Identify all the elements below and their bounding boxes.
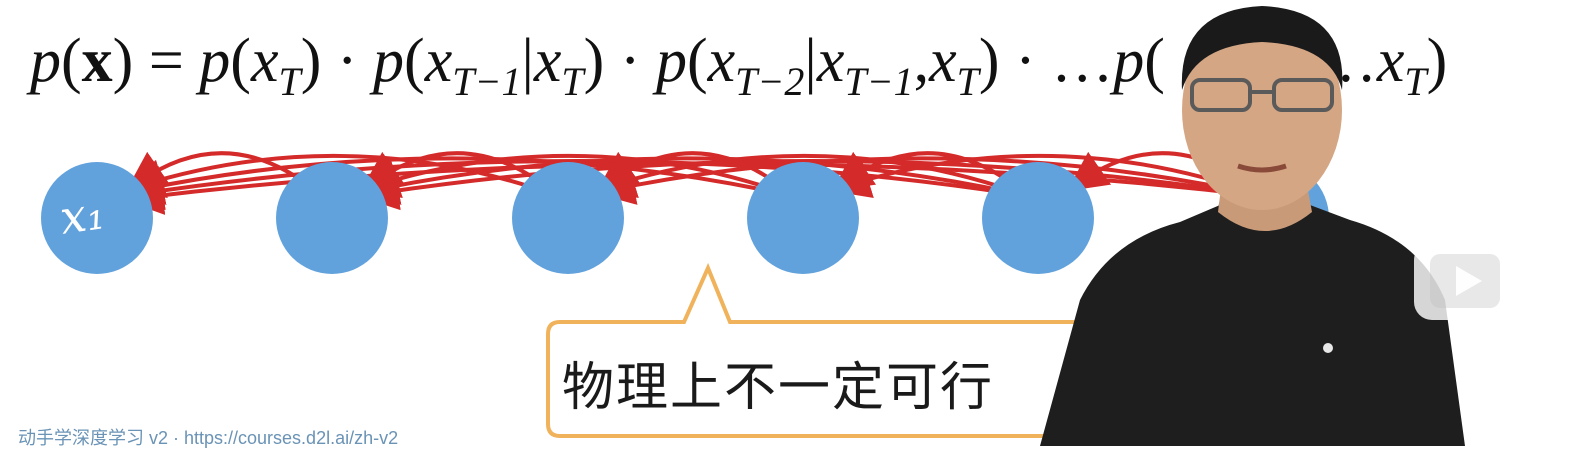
formula-term2-x2: x xyxy=(533,27,562,95)
formula-term3-x1: x xyxy=(707,27,736,95)
presenter-mouth xyxy=(1237,163,1287,173)
formula-term1-x: x xyxy=(250,27,279,95)
formula-term4-p: p xyxy=(1113,27,1145,95)
formula-term3-bar: | xyxy=(804,27,817,95)
arrow-5-to-3 xyxy=(594,153,1029,198)
formula-tail-x: x xyxy=(1376,27,1405,95)
course-footer: 动手学深度学习 v2 · https://courses.d2l.ai/zh-v… xyxy=(18,428,399,448)
callout-text: 物理上不一定可行 xyxy=(562,358,995,418)
arrow-5-to-2 xyxy=(358,156,1029,205)
sequence-node-3 xyxy=(512,162,624,274)
sequence-node-2 xyxy=(276,162,388,274)
formula-term1-p: p xyxy=(199,27,231,95)
probability-formula: p(x) = p(xT) · p(xT−1|xT) · p(xT−2|xT−1,… xyxy=(30,27,1448,104)
formula-dot: · xyxy=(1015,27,1036,95)
formula-tail-sub: T xyxy=(1404,59,1427,104)
play-button[interactable] xyxy=(1410,222,1520,322)
formula-term2-sub2: T xyxy=(561,59,584,104)
formula-term2-sub1: T−1 xyxy=(452,59,522,104)
shirt-logo xyxy=(1323,343,1333,353)
formula-ellipsis: … xyxy=(1051,27,1114,95)
formula-term3-sub1: T−2 xyxy=(735,59,805,104)
formula-term3-comma: , xyxy=(913,27,930,95)
bilibili-play-icon xyxy=(1414,224,1516,320)
sequence-node-4 xyxy=(747,162,859,274)
formula-p: p xyxy=(30,27,61,95)
presenter-hair xyxy=(1181,6,1343,90)
formula-term3-x3: x xyxy=(929,27,957,95)
formula-equals: = xyxy=(148,27,184,95)
formula-term3-sub3: T xyxy=(956,59,979,104)
formula-dot: · xyxy=(336,27,358,95)
arrow-6-to-3 xyxy=(594,156,1264,205)
formula-term2-bar: | xyxy=(521,27,534,95)
presenter-head xyxy=(1182,10,1342,210)
formula-term3-sub2: T−1 xyxy=(844,59,914,104)
sequence-node-5 xyxy=(982,162,1094,274)
sequence-node-1 xyxy=(41,162,153,274)
formula-x-bold: x xyxy=(81,27,113,95)
formula-dot: · xyxy=(619,27,641,95)
formula-term2-x1: x xyxy=(424,27,453,95)
formula-term2-p: p xyxy=(373,27,405,95)
arrow-4-to-1 xyxy=(123,156,794,205)
formula-term3-p: p xyxy=(655,27,687,95)
formula-term1-sub: T xyxy=(278,59,301,104)
presenter-shirt xyxy=(1040,205,1465,446)
formula-term3-x2: x xyxy=(816,27,845,95)
presenter-glasses xyxy=(1190,78,1334,112)
